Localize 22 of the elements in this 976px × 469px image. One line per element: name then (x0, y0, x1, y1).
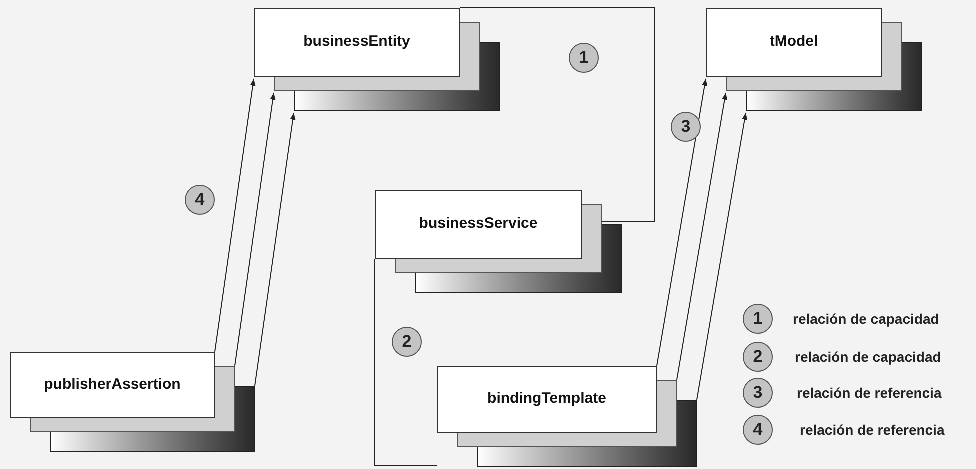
legend-text: relación de referencia (800, 421, 945, 439)
stacked-box (706, 8, 922, 111)
arrow (234, 92, 276, 366)
box-label: tModel (770, 32, 818, 52)
stacked-box (437, 366, 697, 467)
connector-line (374, 258, 438, 466)
legend-text: relación de capacidad (795, 348, 942, 366)
arrow (214, 78, 256, 352)
legend-text: relación de referencia (797, 384, 942, 402)
stacked-box (254, 8, 500, 111)
stacked-box (10, 352, 255, 452)
connector-line (460, 8, 656, 222)
arrow (696, 112, 748, 400)
legend-text: relación de capacidad (793, 310, 940, 328)
box-label: bindingTemplate (488, 389, 606, 410)
arrow (254, 112, 296, 386)
box-label: publisherAssertion (44, 374, 181, 395)
box-label: businessEntity (304, 32, 410, 52)
box-label: businessService (419, 214, 538, 234)
arrow (676, 92, 728, 380)
arrow (656, 78, 708, 366)
stacked-box (375, 190, 622, 293)
